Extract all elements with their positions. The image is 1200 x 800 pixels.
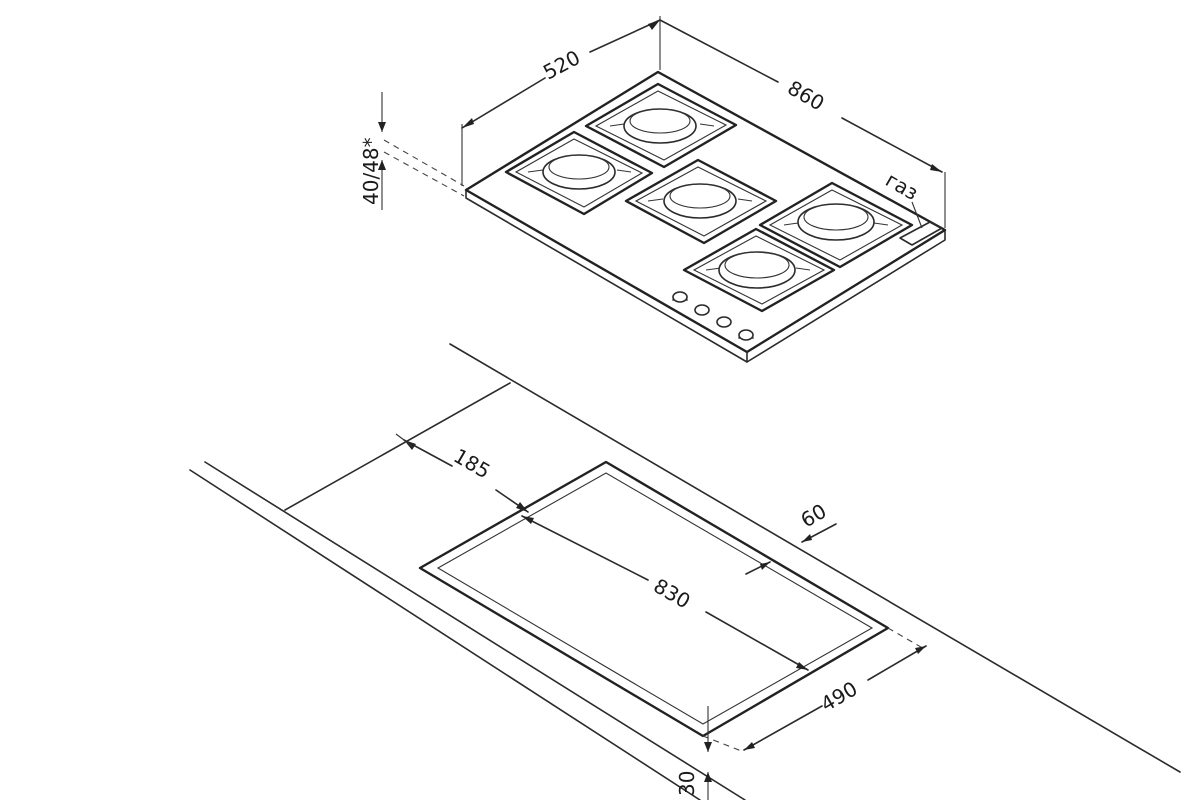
burner-grate-back [584, 82, 738, 169]
countertop-front-edge-top [204, 461, 746, 800]
burner-grate-left [504, 130, 654, 216]
dimension-width-label: 860 [784, 76, 829, 116]
burner-grate-center [624, 158, 778, 245]
cutout-inner-edge [436, 472, 874, 725]
control-knobs [672, 291, 754, 341]
dimension-back-offset-label: 60 [797, 499, 831, 533]
countertop-drawing [189, 343, 1181, 800]
dimension-cutout-length-label: 830 [650, 574, 695, 614]
burner-grate-right [758, 181, 914, 269]
dimension-cutout-depth-label: 490 [817, 676, 862, 716]
dimension-countertop-thickness-label: 30 [675, 771, 699, 796]
gas-connector [899, 221, 943, 246]
cutout-dimensions: 185 830 60 490 30 [395, 433, 927, 800]
countertop-side-edge [284, 382, 511, 511]
countertop-front-edge-bottom [189, 469, 701, 800]
dimension-height-label: 40/48* [359, 137, 383, 205]
countertop-back-edge [449, 343, 1181, 773]
dimension-depth-label: 520 [539, 45, 584, 84]
hob-drawing [464, 70, 947, 363]
dimension-front-offset-label: 185 [450, 444, 495, 484]
burner-grate-front [682, 227, 836, 313]
